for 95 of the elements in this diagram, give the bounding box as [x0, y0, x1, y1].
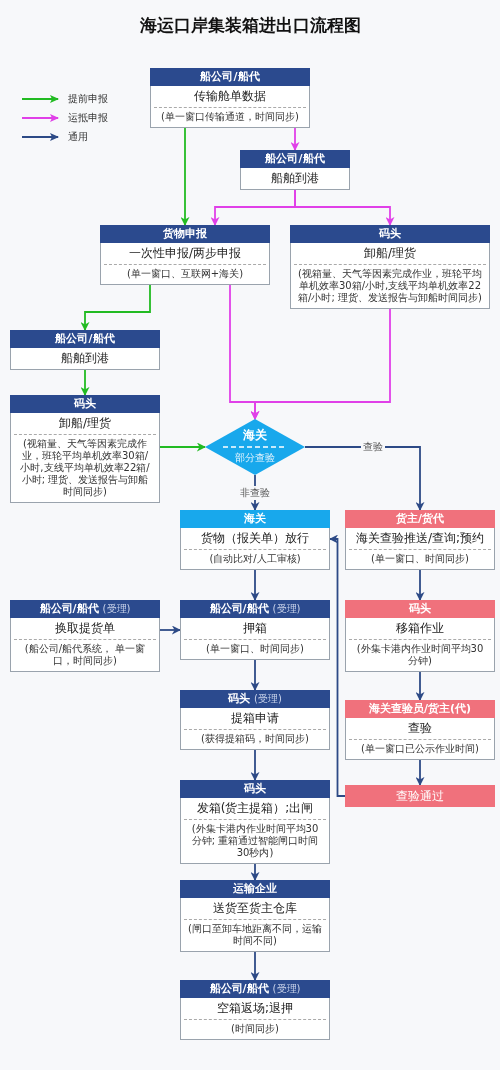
flow-arrow [180, 127, 190, 226]
step-title: 查验 [407, 720, 433, 737]
process-box [345, 510, 495, 570]
flow-arrow [80, 284, 151, 331]
flow-arrow [415, 671, 425, 701]
status-tag: (受理) [272, 980, 301, 998]
role-heading: 船公司/船代 [265, 151, 325, 167]
role-heading: 运输企业 [233, 881, 277, 897]
process-box [10, 395, 160, 503]
status-tag: (受理) [272, 600, 301, 618]
role-heading: 船公司/船代 [200, 69, 260, 85]
process-box [10, 330, 160, 370]
role-heading: 船公司/船代 [209, 981, 269, 997]
step-note: (船公司/船代系统， 单一窗口，时间同步) [14, 639, 156, 671]
flow-arrow [250, 863, 260, 881]
role-heading: 货主/货代 [396, 511, 444, 527]
step-title: 换取提货单 [54, 620, 116, 637]
step-title: 送货至货主仓库 [212, 900, 298, 917]
role-heading: 船公司/船代 [55, 331, 115, 347]
step-title: 货物（报关单）放行 [200, 530, 310, 547]
step-note: (获得提箱码，时间同步) [184, 729, 326, 749]
decision-heading: 海关 [242, 427, 268, 444]
step-title: 卸船/理货 [362, 245, 417, 262]
role-heading: 码头 [244, 781, 266, 797]
flow-arrow [294, 189, 395, 226]
step-note: (单一窗口、时间同步) [184, 639, 326, 659]
process-box [345, 600, 495, 672]
flow-arrow [250, 569, 260, 601]
step-note: (闸口至卸车地距离不同，运输时间不同) [184, 919, 326, 951]
decision-diamond [205, 419, 305, 475]
step-title: 发箱(货主提箱）;出闸 [195, 800, 315, 817]
role-heading: 海关 [244, 511, 266, 527]
step-title: 传输舱单数据 [193, 88, 267, 105]
step-note: (单一窗口传输通道，时间同步) [154, 107, 306, 127]
process-box [290, 225, 490, 309]
flow-arrow [290, 127, 300, 151]
step-note: (单一窗口、时间同步) [349, 549, 491, 569]
role-heading: 码头 [409, 601, 431, 617]
flow-arrow [159, 442, 206, 452]
status-tag: (受理) [254, 690, 282, 708]
step-note: (时间同步) [184, 1019, 326, 1039]
step-title: 空箱返场;退押 [215, 1000, 294, 1017]
step-title: 一次性申报/两步申报 [127, 245, 242, 262]
legend-label: 提前申报 [68, 92, 108, 106]
step-note: (单一窗口已公示作业时间) [349, 739, 491, 759]
step-note: (自动比对/人工审核) [184, 549, 326, 569]
edge-label: 非查验 [238, 485, 272, 500]
step-title: 卸船/理货 [57, 415, 112, 432]
process-box [100, 225, 270, 285]
role-heading: 码头 [228, 691, 251, 707]
step-note: (外集卡港内作业时间平均30分钟) [349, 639, 491, 671]
step-note: (外集卡港内作业时间平均30分钟; 重箱通过智能闸口时间30秒内) [184, 819, 326, 863]
process-box [180, 690, 330, 750]
role-heading: 码头 [379, 226, 401, 242]
process-box [10, 600, 160, 672]
step-note: (单一窗口、互联网+海关) [104, 264, 266, 284]
status-tag: (受理) [102, 600, 131, 618]
decision-note: 部分查验 [234, 451, 276, 465]
flow-arrow [304, 446, 425, 511]
role-heading: 码头 [74, 396, 96, 412]
legend-label: 通用 [68, 130, 88, 144]
process-box [180, 600, 330, 660]
process-box [150, 68, 310, 128]
flow-arrow [329, 534, 346, 797]
role-heading: 货物申报 [163, 226, 207, 242]
flow-arrow [250, 951, 260, 981]
flow-arrow [250, 749, 260, 781]
flow-arrow [250, 659, 260, 691]
step-title: 船舶到港 [60, 350, 110, 367]
process-box [180, 510, 330, 570]
process-box [180, 980, 330, 1040]
flow-arrow [415, 759, 425, 786]
edge-label: 查验 [360, 440, 385, 454]
flow-arrow [250, 308, 391, 420]
process-box [180, 880, 330, 952]
role-heading: 海关查验员/货主(代) [368, 701, 472, 717]
step-title: 押箱 [242, 620, 268, 637]
flow-arrow [159, 625, 181, 635]
role-heading: 船公司/船代 [39, 601, 99, 617]
process-box [240, 150, 350, 190]
role-heading: 船公司/船代 [209, 601, 269, 617]
step-title: 海关查验推送/查询;预约 [354, 530, 486, 547]
process-box [180, 780, 330, 864]
step-note: (视箱量、天气等因素完成作业，班轮平均单机效率30箱/小时,支线平均单机效率22箱/小时; 理货、发送报告与卸船时间同步) [294, 264, 486, 308]
step-title: 船舶到港 [270, 170, 320, 187]
flow-arrow [415, 569, 425, 601]
step-note: (视箱量、天气等因素完成作业，班轮平均单机效率30箱/小时,支线平均单机效率22箱/小时; 理货、发送报告与卸船时间同步) [14, 434, 156, 502]
flow-arrow [80, 369, 90, 396]
process-box [345, 700, 495, 760]
step-title: 提箱申请 [230, 710, 280, 727]
status-bar [345, 785, 495, 807]
status-text: 查验通过 [395, 788, 445, 804]
step-title: 移箱作业 [395, 620, 445, 637]
legend-label: 运抵申报 [68, 111, 108, 125]
diagram-title: 海运口岸集装箱进出口流程图 [138, 14, 362, 37]
